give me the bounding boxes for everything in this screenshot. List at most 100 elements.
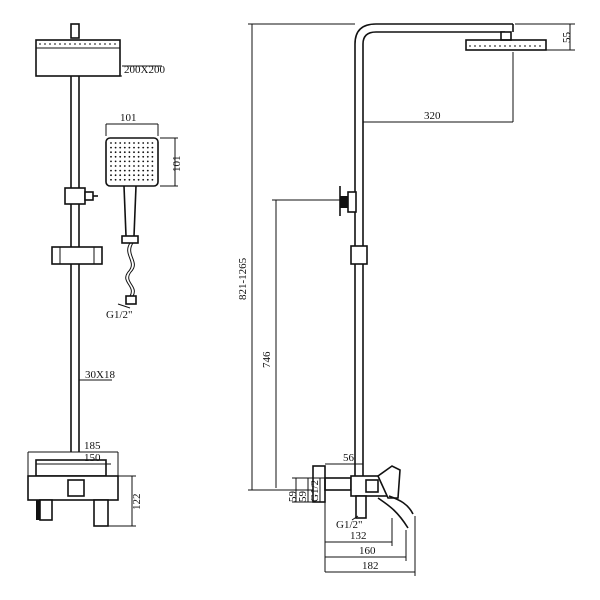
dim-hand-width-label: 101 [120,112,137,124]
dim-total-height: 821-1265 [237,23,355,491]
nozzle-dot [151,142,154,144]
nozzle-dot [142,160,145,163]
dim-hose-thread-label: G1/2" [106,309,133,321]
nozzle-dot [151,160,154,163]
nozzle-dot [137,146,140,149]
nozzle-dot [128,174,131,177]
dim-depth-160: 160 [325,530,407,561]
dim-depth-182: 182 [325,516,416,576]
nozzle-dot [146,151,149,154]
nozzle-dot [123,169,126,172]
dim-top-height: 56 [325,452,363,465]
nozzle-dot [110,146,112,149]
nozzle-dot [137,151,140,154]
nozzle-dot [151,146,154,149]
nozzle-dot [142,178,145,181]
dim-arm-reach: 320 [363,52,514,123]
nozzle-dot [114,151,117,154]
nozzle-dot [151,169,154,172]
nozzle-dot [133,169,135,172]
nozzle-dot [110,151,112,154]
nozzle-dot [119,155,122,158]
dim-outlet-thread-label: G1/2" [336,519,363,531]
dim-hand-width: 101 [105,112,159,136]
nozzle-dot [133,146,135,149]
nozzle-dot [146,169,149,172]
nozzle-dot [114,155,117,158]
hand-shower: G1/2" [105,137,159,321]
nozzle-dot [151,178,154,181]
dim-mixer-width-outer: 185 [27,440,119,476]
nozzle-dot [128,155,131,158]
dim-total-height-label: 821-1265 [237,257,249,300]
nozzle-dot [128,160,131,163]
nozzle-dot [133,155,135,158]
nozzle-dot [119,146,122,149]
dim-top-height-label: 56 [343,452,355,464]
overhead-shower-side [465,39,547,51]
nozzle-dot [137,178,140,181]
nozzle-dot [110,178,112,181]
dim-rail-size-label: 30X18 [85,369,115,381]
dim-rail-size: 30X18 [79,369,115,381]
nozzle-dot [151,174,154,177]
nozzle-dot [142,146,145,149]
nozzle-dot [110,165,112,167]
nozzle-dot [142,151,145,154]
nozzle-dot [128,146,131,149]
sliding-holder-side [350,245,368,265]
overhead-arm [376,23,514,41]
dim-head-size: 200X200 [120,64,165,77]
nozzle-dot [128,178,131,181]
nozzle-dot [146,142,149,144]
nozzle-dot [114,146,117,149]
dim-depth-c-label: 182 [362,560,379,572]
nozzle-dot [142,165,145,167]
nozzle-dot [137,165,140,167]
front-view: 200X200 30X18 185 150 [27,23,183,527]
nozzle-dot [119,142,122,144]
nozzle-dot [133,160,135,163]
dim-mixer-width-inner-label: 150 [84,452,101,464]
dim-connections: 59 59 G1/2 [287,477,325,503]
nozzle-dot [151,155,154,158]
side-view: G1/2" 55 320 821-1265 746 [237,23,575,576]
sliding-holder [51,246,103,265]
nozzle-dot [142,169,145,172]
nozzle-dot [123,160,126,163]
dim-mixer-width-outer-label: 185 [84,440,101,452]
nozzle-dot [128,151,131,154]
overhead-shower-head [35,39,121,77]
nozzle-dot [142,142,145,144]
nozzle-dot [137,160,140,163]
dim-hand-height-label: 101 [171,156,183,173]
nozzle-dot [114,178,117,181]
nozzle-dot [110,174,112,177]
nozzle-dot [146,165,149,167]
nozzle-dot [133,151,135,154]
dim-hand-height: 101 [160,137,183,187]
nozzle-dot [110,169,112,172]
nozzle-dot [133,165,135,167]
nozzle-dot [114,169,117,172]
nozzle-dot [123,142,126,144]
nozzle-dot [114,165,117,167]
nozzle-dot [123,165,126,167]
dim-conn-b-label: 59 [297,491,309,503]
dim-mixer-height-label: 122 [131,494,143,511]
dim-mixer-width-inner: 150 [36,452,111,465]
nozzle-dot [119,151,122,154]
nozzle-dot [114,142,117,144]
nozzle-dot [146,146,149,149]
mixer-valve-front [27,459,119,527]
nozzle-dot [137,174,140,177]
nozzle-dot [119,174,122,177]
nozzle-dot [114,174,117,177]
nozzle-dot [119,160,122,163]
nozzle-dot [119,165,122,167]
nozzle-dot [142,155,145,158]
dim-arm-reach-label: 320 [424,110,441,122]
nozzle-dot [123,155,126,158]
nozzle-dot [142,174,145,177]
nozzle-dot [123,178,126,181]
